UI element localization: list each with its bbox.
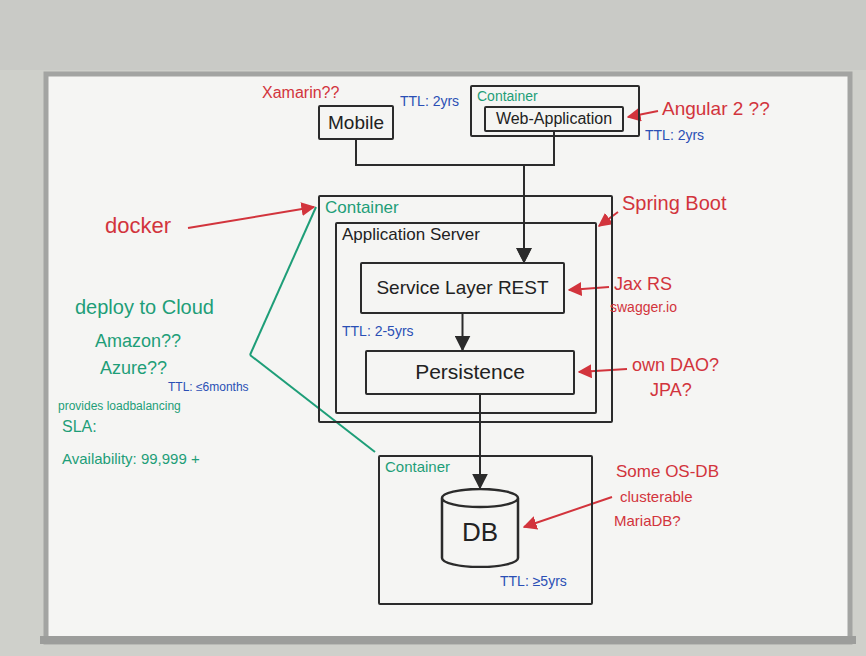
annotation-text: Xamarin?? <box>262 84 339 102</box>
db-cylinder: DB <box>440 488 520 568</box>
note-label: TTL: 2-5yrs <box>342 322 414 340</box>
note-label: TTL: 2yrs <box>400 92 459 110</box>
annotation-text: swagger.io <box>610 299 677 315</box>
annotation-text: TTL: ≤6months <box>168 381 249 395</box>
note-label: swagger.io <box>610 298 677 316</box>
annotation-text: docker <box>105 213 171 238</box>
box-heading: Container <box>477 88 538 104</box>
annotation-text: TTL: 2yrs <box>645 127 704 143</box>
annotation-text: provides loadbalancing <box>58 400 181 414</box>
leader-line <box>250 207 316 355</box>
box-label: Web-Application <box>496 110 612 128</box>
container-box: ContainerWeb-Application <box>470 85 640 137</box>
leader-arrow <box>524 497 612 527</box>
annotation-text: Availability: 99,999 + <box>62 450 200 467</box>
annotation-text: Some OS-DB <box>616 462 719 482</box>
box-label: DB <box>462 518 498 548</box>
note-label: docker <box>105 213 171 238</box>
box-label: Mobile <box>328 112 384 134</box>
persistence-box: Persistence <box>365 350 575 395</box>
annotation-text: SLA: <box>62 418 97 436</box>
note-label: own DAO? <box>632 355 719 376</box>
annotation-text: TTL: 2yrs <box>400 93 459 109</box>
annotation-text: Jax RS <box>614 274 672 295</box>
annotation-text: MariaDB? <box>614 512 681 529</box>
note-label: Angular 2 ?? <box>662 98 770 120</box>
note-label: Jax RS <box>614 274 672 295</box>
app-server-box: Application ServerService Layer REST Pers… <box>335 222 597 414</box>
note-label: clusterable <box>620 488 693 506</box>
note-label: Xamarin?? <box>262 84 339 102</box>
box-heading: Application Server <box>342 225 480 245</box>
annotation-text: Spring Boot <box>622 192 727 215</box>
note-label: Some OS-DB <box>616 462 719 482</box>
board-surface <box>46 74 850 642</box>
annotation-text: TTL: ≥5yrs <box>500 573 567 589</box>
note-label: Amazon?? <box>95 331 181 352</box>
connector-arrow <box>479 395 481 488</box>
box-label: Persistence <box>415 360 525 384</box>
connector-arrow <box>524 132 554 262</box>
note-label: TTL: ≥5yrs <box>500 572 567 590</box>
note-label: MariaDB? <box>614 512 681 530</box>
web-app-box: Web-Application <box>484 106 624 132</box>
box-heading: Container <box>325 198 399 218</box>
annotation-text: TTL: 2-5yrs <box>342 323 414 339</box>
annotation-text: clusterable <box>620 488 693 505</box>
leader-arrow <box>188 207 314 228</box>
annotation-text: deploy to Cloud <box>75 296 214 319</box>
container-box: ContainerApplication ServerService Layer… <box>318 195 613 423</box>
note-label: SLA: <box>62 418 97 436</box>
note-label: deploy to Cloud <box>75 296 214 319</box>
connector-arrow <box>462 314 464 350</box>
annotation-text: Amazon?? <box>95 331 181 352</box>
note-label: Availability: 99,999 + <box>62 450 200 468</box>
leader-arrow <box>569 287 609 290</box>
annotation-text: Azure?? <box>100 358 167 379</box>
note-label: TTL: ≤6months <box>168 377 249 395</box>
leader-arrow <box>628 111 658 117</box>
note-label: JPA? <box>650 380 692 401</box>
leader-arrow <box>579 369 627 372</box>
note-label: TTL: 2yrs <box>645 126 704 144</box>
cylinder-path <box>442 489 518 567</box>
annotation-text: JPA? <box>650 380 692 401</box>
note-label: Spring Boot <box>622 192 727 215</box>
leader-arrow <box>599 212 618 226</box>
service-box: Service Layer REST <box>360 262 565 314</box>
board-tray <box>40 636 856 644</box>
mobile-box: Mobile <box>318 105 394 140</box>
annotation-text: own DAO? <box>632 355 719 376</box>
box-label: Service Layer REST <box>376 277 548 299</box>
wall <box>0 0 866 70</box>
note-label: Azure?? <box>100 358 167 379</box>
box-heading: Container <box>385 458 450 475</box>
leader-line <box>250 355 375 452</box>
note-label: provides loadbalancing <box>58 396 181 414</box>
annotation-text: Angular 2 ?? <box>662 98 770 120</box>
